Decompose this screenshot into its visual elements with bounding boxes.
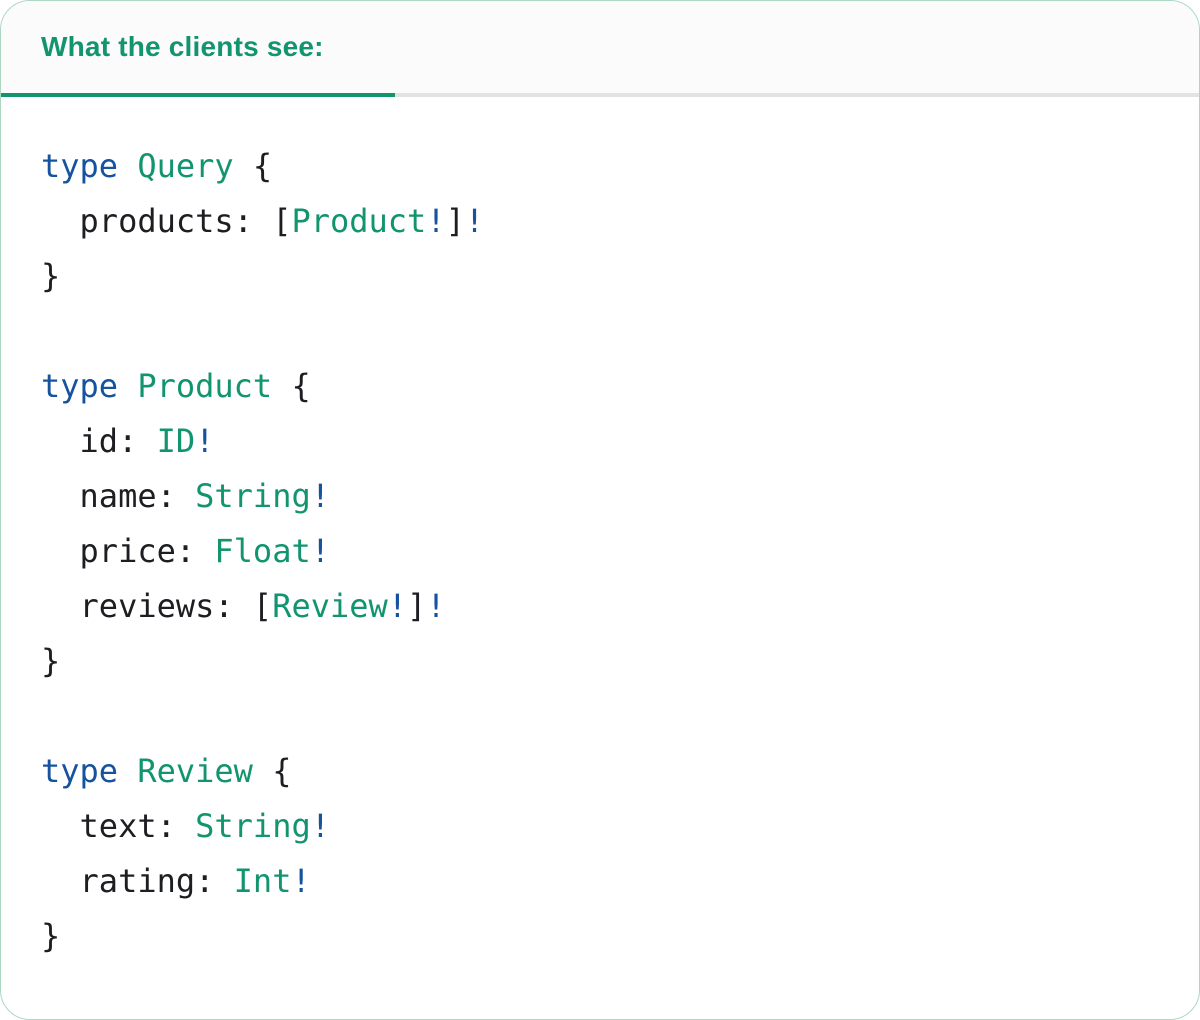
code-line: type Product { [41,359,1169,414]
code-block: type Query { products: [Product!]!}type … [1,97,1199,964]
code-token-plain: reviews: [ [41,587,273,625]
code-token-plain: { [252,752,292,790]
code-token-plain: text: [41,807,196,845]
code-line: text: String! [41,799,1169,854]
tab-clients-view[interactable]: What the clients see: [1,1,395,97]
code-line: id: ID! [41,414,1169,469]
code-token-plain: { [272,367,311,405]
code-token-typename: ID [156,422,196,460]
code-token-bang: ! [426,587,446,625]
code-line: rating: Int! [41,854,1169,909]
code-token-plain: products: [ [41,202,292,240]
code-line: price: Float! [41,524,1169,579]
code-token-plain: ] [407,587,427,625]
panel-header: What the clients see: [1,1,1199,97]
code-token-plain [118,752,137,790]
code-token-bang: ! [464,202,485,240]
code-token-plain: } [41,917,61,955]
code-line: } [41,249,1169,304]
code-token-bang: ! [310,532,330,570]
code-token-typename: String [195,807,311,845]
code-line-blank [41,689,1169,744]
code-token-typename: Product [291,202,427,240]
code-token-plain: rating: [41,862,234,900]
code-token-keyword: type [41,752,119,790]
code-token-plain: } [41,257,61,295]
code-token-typename: String [195,477,311,515]
code-line: type Query { [41,139,1169,194]
code-token-typename: Query [137,147,234,185]
code-line: } [41,909,1169,964]
code-token-bang: ! [195,422,215,460]
code-token-typename: Float [214,532,311,570]
code-token-typename: Review [272,587,388,625]
code-line: products: [Product!]! [41,194,1169,249]
code-token-typename: Int [233,862,292,900]
code-line-blank [41,304,1169,359]
code-token-plain [118,147,137,185]
code-token-plain: } [41,642,61,680]
code-token-bang: ! [426,202,446,240]
code-token-typename: Review [137,752,253,790]
code-token-bang: ! [387,587,408,625]
code-line: } [41,634,1169,689]
code-token-bang: ! [310,477,330,515]
code-token-plain [118,367,137,405]
tab-label: What the clients see: [41,31,324,62]
code-token-bang: ! [310,807,330,845]
code-token-plain: id: [41,422,157,460]
code-token-typename: Product [137,367,273,405]
code-token-keyword: type [41,147,119,185]
code-token-bang: ! [291,862,311,900]
code-token-plain: name: [41,477,196,515]
code-token-keyword: type [41,367,119,405]
code-line: type Review { [41,744,1169,799]
active-tab-indicator [1,93,395,97]
code-token-plain: price: [41,532,215,570]
code-token-plain: ] [445,202,465,240]
code-line: reviews: [Review!]! [41,579,1169,634]
code-line: name: String! [41,469,1169,524]
code-token-plain: { [233,147,273,185]
